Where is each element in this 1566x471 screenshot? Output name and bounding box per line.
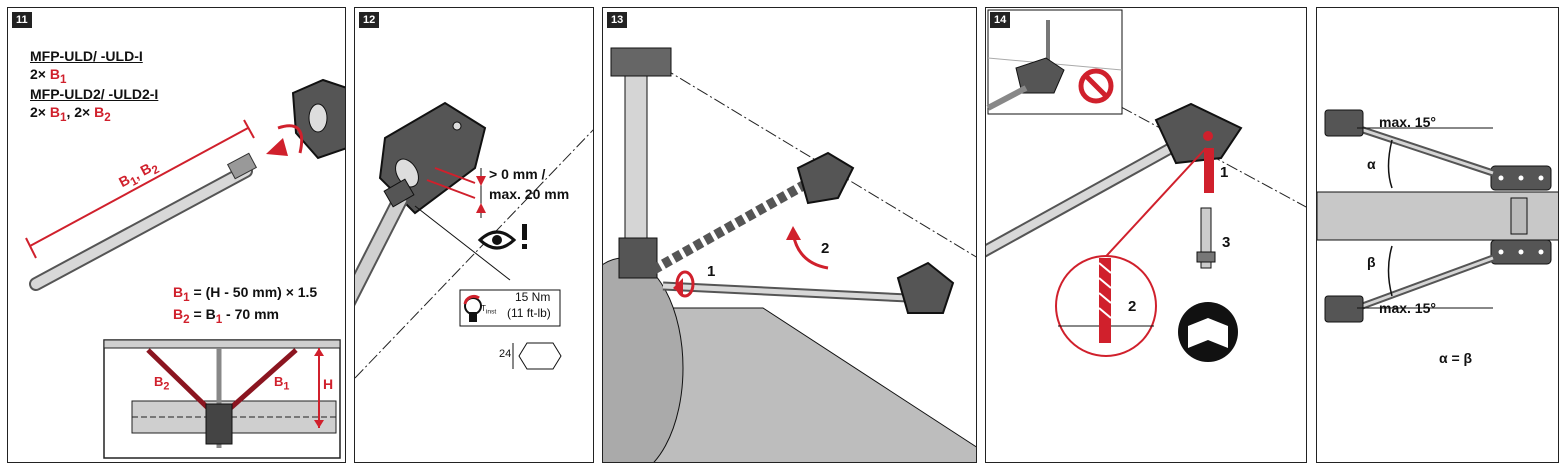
- formula-b2: B2 = B1 - 70 mm: [173, 306, 279, 326]
- read-manual-icon: [1178, 302, 1238, 362]
- quantity-uld2: 2× B1, 2× B2: [30, 104, 111, 124]
- qty-prefix: 2×: [30, 66, 46, 82]
- step-number: 14: [990, 12, 1011, 28]
- panel-14-drawing: [986, 9, 1306, 362]
- dimension-line: [29, 127, 249, 247]
- step-arrow-1: 1: [707, 263, 716, 280]
- qty2-sep: , 2×: [66, 104, 91, 120]
- qty2-b1-sub: 1: [59, 110, 67, 124]
- torque-nm: 15 Nm: [515, 290, 551, 304]
- beta-label: β: [1367, 254, 1376, 270]
- gap-min-label: > 0 mm /: [489, 166, 546, 182]
- eye-icon: [477, 224, 527, 250]
- panel-12-drawing: [355, 101, 593, 379]
- alpha-label: α: [1367, 156, 1376, 172]
- formula1-b: B: [173, 284, 184, 300]
- inset-diagram: [103, 339, 341, 459]
- quantity-uld: 2× B1: [30, 66, 66, 86]
- hex-nut-icon: [512, 342, 562, 370]
- max-angle-bottom: max. 15°: [1379, 300, 1436, 316]
- qty2-prefix: 2×: [30, 104, 46, 120]
- bracket-icon: [1154, 102, 1243, 165]
- inset-b2-sub: 2: [163, 380, 170, 393]
- bracket-icon: [291, 78, 345, 160]
- panel-step-12: 12 > 0 mm / max. 20 mm 15 Nm (11 ft-lb) …: [354, 7, 594, 463]
- model-label-uld: MFP-ULD/ -ULD-I: [30, 48, 143, 64]
- angle-equation: α = β: [1439, 350, 1473, 366]
- formula2-sub2: 1: [215, 312, 223, 326]
- qty-b: B: [49, 66, 60, 82]
- torque-box: [459, 289, 561, 327]
- formula1-sub: 1: [183, 290, 190, 304]
- drill-marker: [1204, 148, 1214, 193]
- step-number: 13: [607, 12, 628, 28]
- step-num-3: 3: [1222, 234, 1231, 251]
- formula2-mid: = B: [189, 306, 216, 322]
- torque-ftlb: (11 ft-lb): [507, 306, 551, 320]
- model-label-uld2: MFP-ULD2/ -ULD2-I: [30, 86, 159, 102]
- gap-max-label: max. 20 mm: [489, 186, 570, 202]
- panel-step-11: 11 MFP-ULD/ -ULD-I 2× B1 MFP-ULD2/ -ULD2…: [7, 7, 346, 463]
- drill-hole-magnifier: [1055, 255, 1157, 357]
- inset-b2: B: [154, 374, 164, 389]
- inset-b2-label: B2: [154, 374, 169, 393]
- panel-step-14: 14 1 2 3: [985, 7, 1307, 463]
- hex-nut: [226, 152, 258, 180]
- bracket-icon: [896, 261, 955, 314]
- tinst-t: T: [481, 304, 486, 313]
- curved-arrow-icon: [786, 226, 829, 270]
- panel-step-13: 13 1 2: [602, 7, 977, 463]
- qty2-b2-sub: 2: [104, 110, 111, 124]
- step-number: 12: [359, 12, 380, 28]
- rotate-arrow-icon: [673, 270, 695, 298]
- formula-b1: B1 = (H - 50 mm) × 1.5: [173, 284, 317, 304]
- step-number: 11: [12, 12, 32, 28]
- formula2-b: B: [173, 306, 184, 322]
- anchor-bolt-icon: [1196, 207, 1216, 269]
- panel-11-drawing: [25, 78, 345, 459]
- inset-b1-label: B1: [274, 374, 289, 393]
- step-arrow-2: 2: [821, 240, 830, 257]
- qty2-b1: B: [49, 104, 60, 120]
- max-angle-top: max. 15°: [1379, 114, 1436, 130]
- qty-b-sub: 1: [59, 72, 67, 86]
- panel-angles: max. 15° α β max. 15° α = β: [1316, 7, 1559, 463]
- rotate-arrow-icon: [266, 124, 304, 156]
- panel-13-drawing: [603, 47, 976, 462]
- tinst-label: Tinst: [481, 304, 496, 316]
- formula1-rest: = (H - 50 mm) × 1.5: [189, 284, 318, 300]
- panel-15-drawing: [1317, 109, 1558, 323]
- step-num-1: 1: [1220, 164, 1229, 181]
- wrench-size: 24: [499, 348, 512, 360]
- step-num-2: 2: [1128, 298, 1137, 315]
- tinst-sub: inst: [485, 308, 497, 316]
- inset-h-label: H: [323, 376, 334, 392]
- formula2-rest: - 70 mm: [222, 306, 279, 322]
- pipe: [603, 307, 976, 462]
- formula2-sub: 2: [183, 312, 190, 326]
- prohibited-icon: [1078, 68, 1114, 104]
- bracket-icon: [796, 151, 855, 205]
- qty2-b2: B: [94, 104, 105, 120]
- inset-b1: B: [274, 374, 284, 389]
- inset-b1-sub: 1: [283, 380, 290, 393]
